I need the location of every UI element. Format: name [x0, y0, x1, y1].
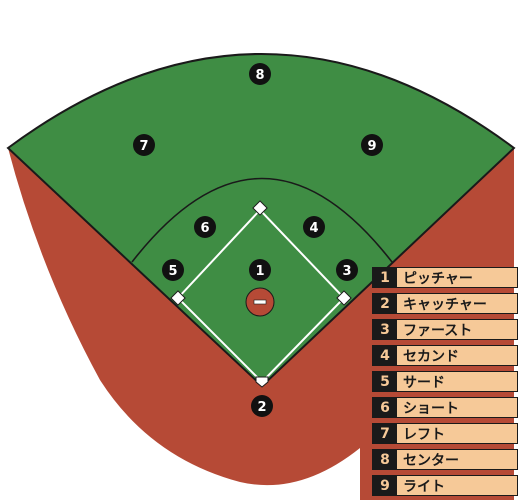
svg-text:3: 3 [342, 264, 351, 279]
position-marker-7: 7 [133, 134, 155, 156]
legend-item-center-field: 8 センター [372, 449, 518, 470]
legend-number: 4 [373, 346, 397, 365]
legend-item-third-base: 5 サード [372, 371, 518, 392]
position-marker-1: 1 [249, 259, 271, 281]
legend-label: キャッチャー [397, 294, 517, 313]
pitchers-rubber [254, 300, 266, 304]
svg-text:5: 5 [168, 264, 177, 279]
svg-text:6: 6 [200, 221, 209, 236]
legend-number: 6 [373, 398, 397, 417]
legend-item-left-field: 7 レフト [372, 423, 518, 444]
position-marker-8: 8 [249, 63, 271, 85]
legend-label: センター [397, 450, 517, 469]
legend-item-pitcher: 1 ピッチャー [372, 267, 518, 288]
svg-text:8: 8 [255, 68, 264, 83]
svg-text:9: 9 [367, 139, 376, 154]
position-marker-4: 4 [303, 216, 325, 238]
legend-item-first-base: 3 ファースト [372, 319, 518, 340]
legend-label: レフト [397, 424, 517, 443]
legend-label: ライト [397, 476, 517, 495]
legend-number: 8 [373, 450, 397, 469]
position-marker-5: 5 [162, 259, 184, 281]
legend-label: サード [397, 372, 517, 391]
legend-label: ピッチャー [397, 268, 517, 287]
legend-number: 1 [373, 268, 397, 287]
legend-item-right-field: 9 ライト [372, 475, 518, 496]
position-marker-9: 9 [361, 134, 383, 156]
position-marker-2: 2 [251, 395, 273, 417]
legend-label: ファースト [397, 320, 517, 339]
legend-number: 9 [373, 476, 397, 495]
legend-label: ショート [397, 398, 517, 417]
svg-text:2: 2 [257, 400, 266, 415]
legend-number: 5 [373, 372, 397, 391]
position-legend: 1 ピッチャー 2 キャッチャー 3 ファースト 4 セカンド 5 サード 6 … [372, 267, 518, 501]
legend-number: 3 [373, 320, 397, 339]
legend-item-second-base: 4 セカンド [372, 345, 518, 366]
svg-text:4: 4 [309, 221, 318, 236]
legend-label: セカンド [397, 346, 517, 365]
position-marker-6: 6 [194, 216, 216, 238]
svg-text:1: 1 [255, 264, 264, 279]
legend-number: 2 [373, 294, 397, 313]
svg-text:7: 7 [139, 139, 148, 154]
legend-item-shortstop: 6 ショート [372, 397, 518, 418]
legend-item-catcher: 2 キャッチャー [372, 293, 518, 314]
legend-number: 7 [373, 424, 397, 443]
position-marker-3: 3 [336, 259, 358, 281]
